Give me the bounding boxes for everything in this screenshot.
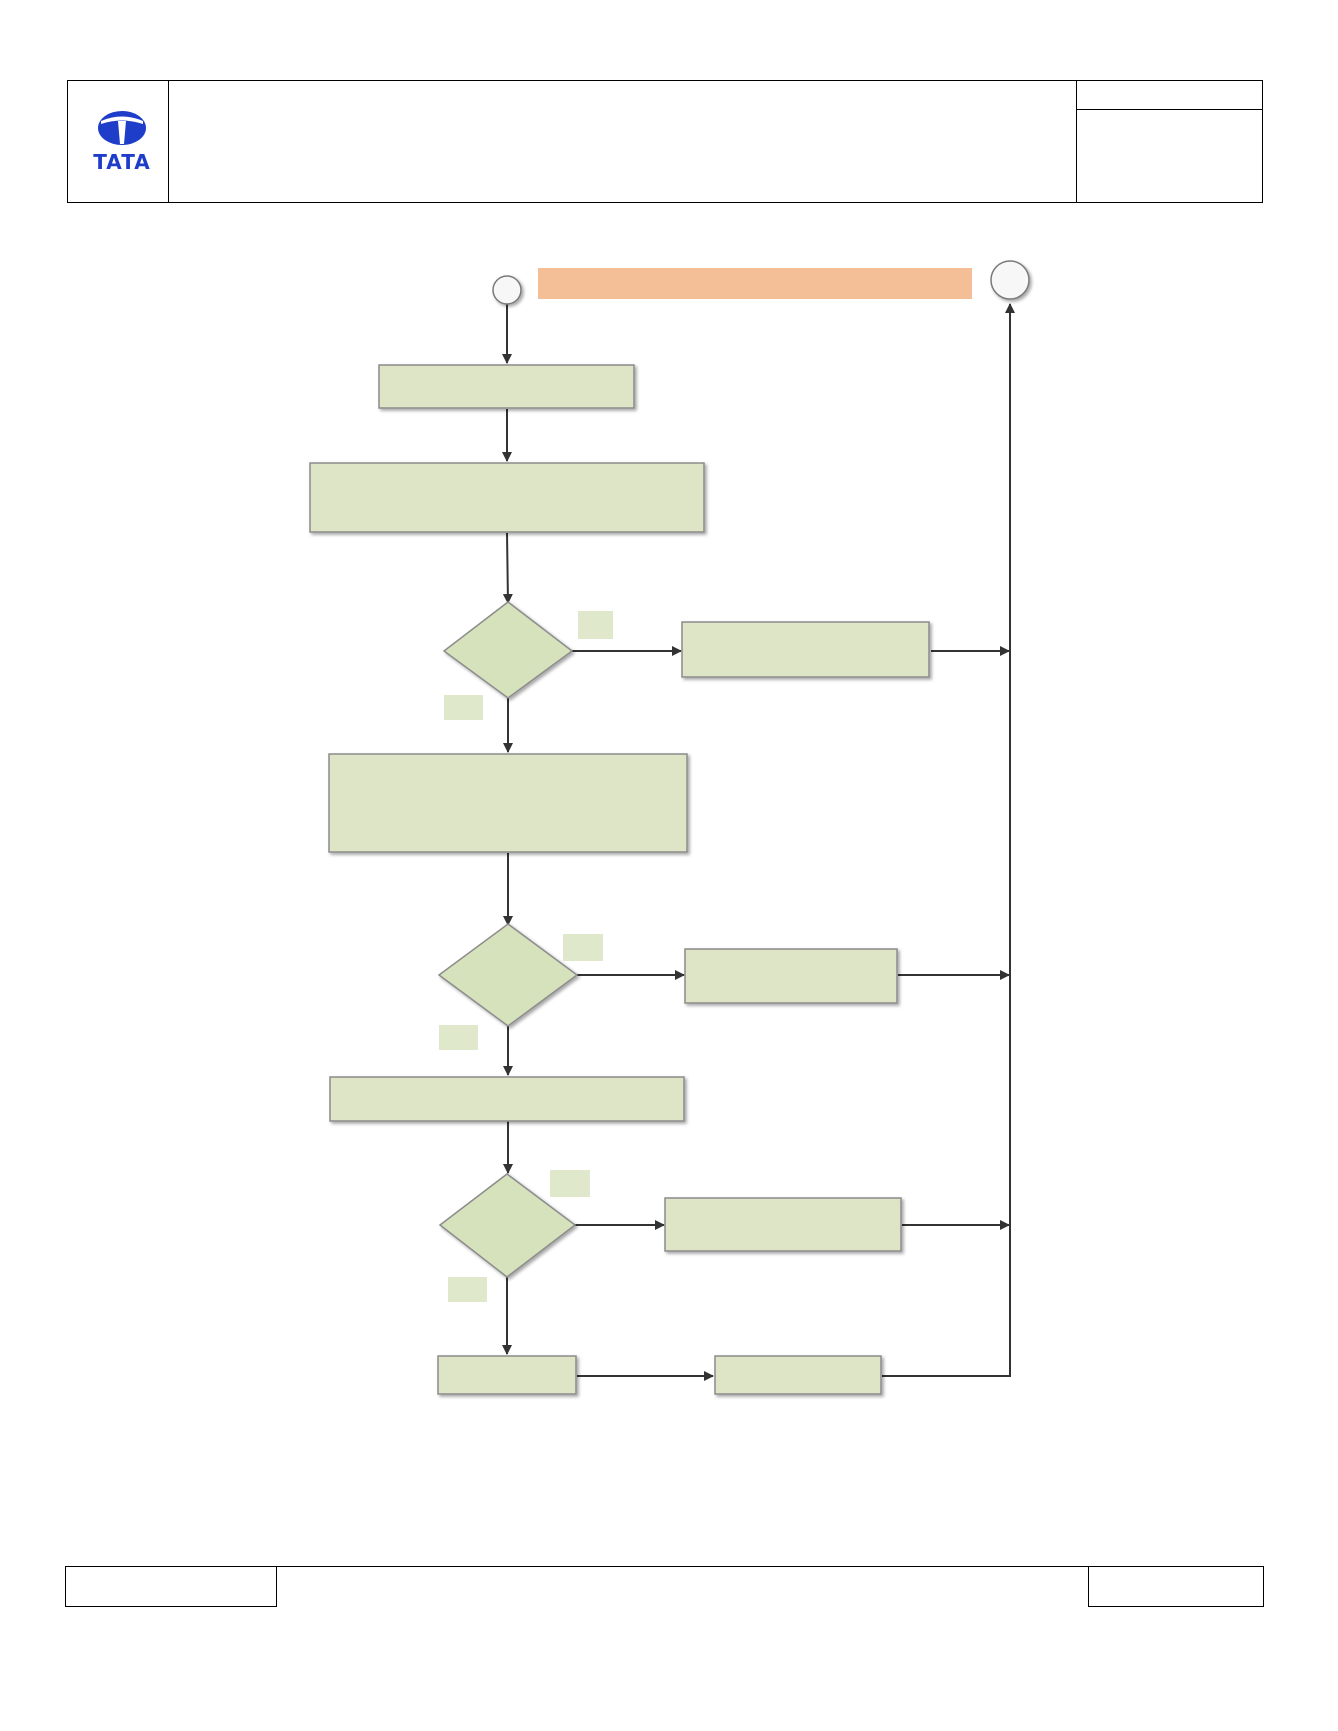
branch-label-decision2-right [563,934,603,961]
decision-2 [437,923,579,1027]
footer-center-text [285,1572,1075,1602]
decision-3 [438,1173,577,1278]
logo-wordmark: TATA [93,150,151,174]
connector-step2-to-decision1 [502,532,513,604]
footer-right-text [1094,1572,1258,1602]
process-step-4 [329,1076,685,1122]
footer-left-text [70,1572,270,1602]
header-logo-cell-divider [168,80,169,203]
branch-label-decision3-down [448,1277,487,1302]
footer-center-line [277,1566,1088,1567]
action-box-1 [681,621,930,678]
process-step-2 [309,462,705,533]
process-step-5 [437,1355,577,1395]
action-box-3 [664,1197,902,1252]
process-step-6 [714,1355,882,1395]
process-step-1 [378,364,635,409]
connector-return-line [882,303,1015,1377]
branch-label-decision1-down [444,695,483,720]
branch-label-decision1-right [578,611,613,639]
branch-label-decision3-right [550,1170,590,1197]
tata-logo-icon [98,111,146,145]
footer-right-cell [1088,1566,1264,1607]
header-right-row-divider [1076,109,1263,110]
decision-1 [442,601,574,699]
end-connector-circle [990,260,1030,300]
header-right-cell-divider [1076,80,1077,203]
start-connector-circle [492,275,522,305]
process-step-3 [328,753,688,853]
branch-label-decision2-down [439,1025,478,1050]
footer-left-cell [65,1566,277,1607]
header-frame [67,80,1263,203]
title-banner [538,268,972,299]
action-box-2 [684,948,898,1004]
